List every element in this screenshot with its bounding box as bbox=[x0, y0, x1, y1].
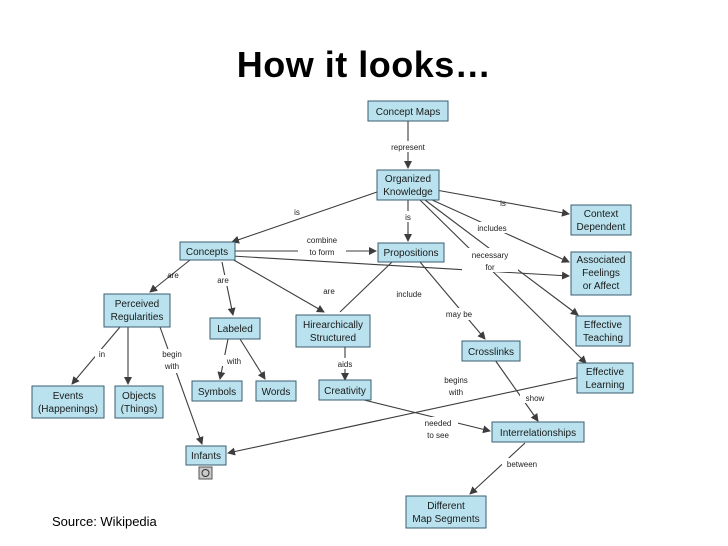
edge-label-begin-2: with bbox=[164, 362, 179, 371]
edge-propositions-crosslinks bbox=[419, 261, 486, 340]
edge-label-combine-2: to form bbox=[310, 248, 335, 257]
edge-label-include: include bbox=[396, 290, 422, 299]
edge-label-represent: represent bbox=[391, 143, 426, 152]
edge-label-begins-1: begins bbox=[444, 376, 468, 385]
edge-learning-infants bbox=[227, 376, 581, 456]
svg-text:Creativity: Creativity bbox=[324, 386, 366, 397]
node-infants: Infants bbox=[185, 445, 227, 466]
edge-label-combine-1: combine bbox=[307, 236, 338, 245]
edge-label-needed-2: to see bbox=[427, 431, 449, 440]
svg-text:Teaching: Teaching bbox=[583, 333, 623, 344]
svg-text:Objects: Objects bbox=[122, 391, 156, 402]
node-creativity: Creativity bbox=[318, 379, 372, 401]
svg-text:Map Segments: Map Segments bbox=[412, 514, 479, 525]
edge-concepts-hierarchical bbox=[231, 258, 325, 313]
edge-label-needed-1: needed bbox=[425, 419, 452, 428]
svg-text:Concept Maps: Concept Maps bbox=[376, 107, 440, 118]
svg-text:Dependent: Dependent bbox=[577, 222, 626, 233]
node-words: Words bbox=[255, 380, 297, 402]
edge-label-show: show bbox=[526, 394, 545, 403]
node-effective-learning: Effective Learning bbox=[576, 362, 634, 394]
image-icon bbox=[198, 466, 213, 480]
edge-concepts-perceived bbox=[149, 259, 191, 293]
svg-text:Interrelationships: Interrelationships bbox=[500, 428, 576, 439]
edge-organized-learning bbox=[419, 199, 587, 364]
edge-label-aids: aids bbox=[338, 360, 353, 369]
svg-text:Symbols: Symbols bbox=[198, 387, 236, 398]
svg-text:Structured: Structured bbox=[310, 333, 356, 344]
edge-interrelationships-segments bbox=[469, 442, 526, 495]
node-concept-maps: Concept Maps bbox=[367, 100, 449, 122]
svg-text:Words: Words bbox=[262, 387, 291, 398]
svg-text:Knowledge: Knowledge bbox=[383, 187, 433, 198]
edge-label-begins-2: with bbox=[448, 388, 463, 397]
source-caption: Source: Wikipedia bbox=[52, 514, 157, 529]
edge-label-are-left: are bbox=[167, 271, 179, 280]
svg-text:Regularities: Regularities bbox=[111, 312, 164, 323]
svg-text:Propositions: Propositions bbox=[383, 248, 438, 259]
node-hierarchically-structured: Hirearchically Structured bbox=[295, 314, 371, 348]
svg-text:(Happenings): (Happenings) bbox=[38, 404, 98, 415]
edge-perceived-infants bbox=[159, 326, 204, 445]
edge-label-is-right: is bbox=[500, 199, 506, 208]
node-different-map-segments: Different Map Segments bbox=[405, 495, 487, 529]
svg-text:Organized: Organized bbox=[385, 174, 431, 185]
node-associated-feelings: Associated Feelings or Affect bbox=[570, 251, 632, 296]
node-effective-teaching: Effective Teaching bbox=[575, 315, 631, 347]
edge-concepts-labeled bbox=[221, 261, 236, 316]
edge-label-is-mid: is bbox=[405, 213, 411, 222]
svg-text:Crosslinks: Crosslinks bbox=[468, 347, 514, 358]
edge-organized-concepts bbox=[231, 191, 378, 244]
node-concepts: Concepts bbox=[179, 241, 236, 261]
svg-text:(Things): (Things) bbox=[121, 404, 158, 415]
svg-text:Learning: Learning bbox=[586, 380, 625, 391]
svg-text:Infants: Infants bbox=[191, 451, 221, 462]
edge-label-necessary-2: for bbox=[485, 263, 495, 272]
edge-label-begin-1: begin bbox=[162, 350, 182, 359]
edge-label-are-hier: are bbox=[323, 287, 335, 296]
edge-labels: represent is is is includes combine to f… bbox=[95, 141, 550, 469]
slide-title: How it looks… bbox=[236, 44, 492, 85]
node-interrelationships: Interrelationships bbox=[491, 421, 585, 443]
svg-text:Effective: Effective bbox=[584, 320, 623, 331]
svg-text:Labeled: Labeled bbox=[217, 324, 253, 335]
edge-label-necessary-1: necessary bbox=[472, 251, 508, 260]
node-organized-knowledge: Organized Knowledge bbox=[376, 169, 440, 201]
svg-text:Events: Events bbox=[53, 391, 84, 402]
svg-text:Perceived: Perceived bbox=[115, 299, 159, 310]
svg-text:Hirearchically: Hirearchically bbox=[303, 320, 363, 331]
node-crosslinks: Crosslinks bbox=[461, 340, 521, 362]
edge-label-includes: includes bbox=[477, 224, 506, 233]
node-objects: Objects (Things) bbox=[114, 385, 164, 419]
edge-concepts-associated bbox=[231, 255, 570, 280]
node-labeled: Labeled bbox=[209, 317, 261, 340]
edge-label-are-mid: are bbox=[217, 276, 229, 285]
svg-text:Associated: Associated bbox=[577, 255, 626, 266]
edge-propositions-hierarchical bbox=[339, 261, 393, 313]
edge-label-in: in bbox=[99, 350, 105, 359]
svg-text:or Affect: or Affect bbox=[583, 281, 620, 292]
edge-organized-context bbox=[435, 189, 570, 217]
svg-text:Effective: Effective bbox=[586, 367, 625, 378]
node-events: Events (Happenings) bbox=[31, 385, 105, 419]
edge-label-is-left: is bbox=[294, 208, 300, 217]
node-perceived-regularities: Perceived Regularities bbox=[103, 293, 171, 328]
svg-text:Concepts: Concepts bbox=[186, 247, 228, 258]
node-context-dependent: Context Dependent bbox=[570, 204, 632, 236]
node-symbols: Symbols bbox=[191, 380, 243, 402]
edge-creativity-interrelationships bbox=[359, 398, 491, 434]
svg-text:Context: Context bbox=[584, 209, 619, 220]
edge-label-with: with bbox=[226, 357, 241, 366]
node-propositions: Propositions bbox=[377, 242, 445, 263]
svg-text:Different: Different bbox=[427, 501, 465, 512]
svg-text:Feelings: Feelings bbox=[582, 268, 620, 279]
edge-label-between: between bbox=[507, 460, 537, 469]
edge-labeled-words bbox=[239, 338, 266, 380]
edge-label-may-be: may be bbox=[446, 310, 473, 319]
